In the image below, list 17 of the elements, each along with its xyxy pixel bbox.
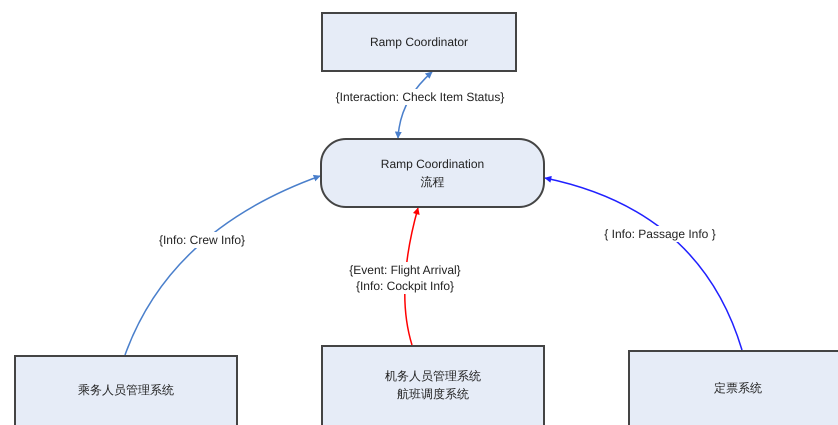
node-text: 乘务人员管理系统 (78, 382, 174, 398)
arrow (124, 175, 321, 356)
node-text: 流程 (420, 174, 444, 190)
system-box (321, 345, 545, 425)
node-text: 航班调度系统 (397, 386, 469, 402)
process-rounded-box (320, 138, 545, 208)
node-text: 机务人员管理系统 (385, 368, 481, 384)
edge-label: {Info: Crew Info} (156, 232, 248, 248)
edge-label: { Info: Passage Info } (602, 226, 718, 242)
node-text: 定票系统 (714, 380, 762, 396)
system-box (321, 12, 517, 72)
system-box (628, 350, 838, 425)
system-box (14, 355, 238, 425)
arrow (544, 176, 743, 350)
node-text: Ramp Coordination (380, 156, 484, 172)
node-text: Ramp Coordinator (370, 34, 468, 50)
edge-label: {Interaction: Check Item Status} (334, 89, 506, 105)
